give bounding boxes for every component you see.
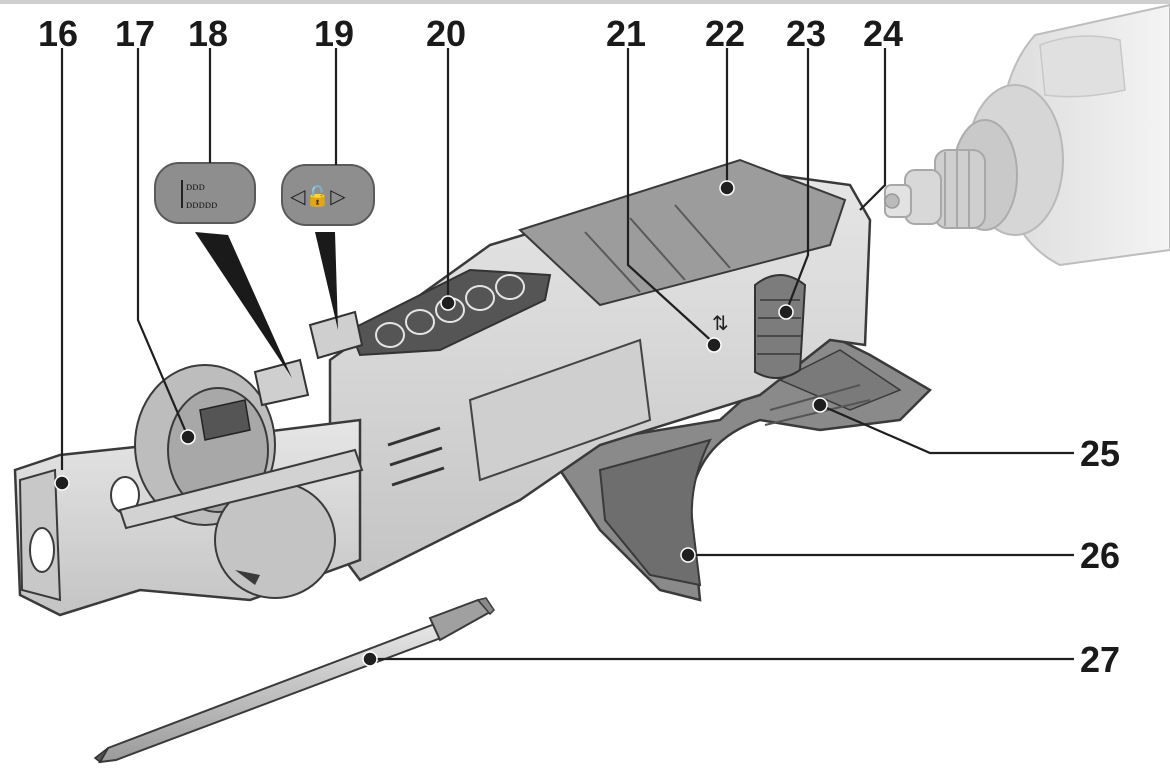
nose-piece xyxy=(13,364,364,617)
release-button-18 xyxy=(253,358,310,407)
lock-button-19 xyxy=(308,310,364,360)
callout-22: 22 xyxy=(705,13,745,54)
callout-26: 26 xyxy=(1080,535,1120,576)
leader-17 xyxy=(136,48,190,438)
callout-27: 27 xyxy=(1080,639,1120,680)
short-screw-icon: ᴅᴅᴅ xyxy=(186,179,205,193)
top-border xyxy=(0,0,1170,4)
leader-25 xyxy=(819,403,1074,455)
screw-length-symbol-bubble: ᴅᴅᴅ ᴅᴅᴅᴅᴅ xyxy=(154,162,292,378)
anchor-16 xyxy=(54,475,70,491)
callout-18: 18 xyxy=(188,13,228,54)
anchor-27 xyxy=(362,651,378,667)
callout-25: 25 xyxy=(1080,433,1120,474)
anchor-17 xyxy=(180,429,196,445)
lock-arrows-icon: ◁🔓▷ xyxy=(289,184,346,208)
callout-19: 19 xyxy=(314,13,354,54)
anchor-26 xyxy=(680,547,696,563)
callout-24: 24 xyxy=(863,13,903,54)
main-housing: ⇅ xyxy=(328,158,872,582)
anchor-23 xyxy=(778,304,794,320)
leader-23 xyxy=(784,48,810,313)
leader-21 xyxy=(626,48,717,346)
anchor-dots xyxy=(54,180,828,667)
handle-grip xyxy=(558,328,933,602)
leader-lines xyxy=(60,48,1074,661)
callout-labels: 16 17 18 19 20 21 22 23 24 25 26 27 xyxy=(38,13,1120,680)
vent-slots xyxy=(387,426,445,487)
anchor-20 xyxy=(440,295,456,311)
lock-symbol-bubble: ◁🔓▷ xyxy=(281,164,375,330)
anchor-21 xyxy=(706,337,722,353)
callout-21: 21 xyxy=(606,13,646,54)
callout-23: 23 xyxy=(786,13,826,54)
callout-17: 17 xyxy=(115,13,155,54)
anchor-25 xyxy=(812,397,828,413)
screwdriver-body xyxy=(884,3,1170,267)
leader-24 xyxy=(859,48,887,211)
anchor-22 xyxy=(719,180,735,196)
depth-marking-icon: ⇅ xyxy=(712,311,729,335)
screwdriver-bit xyxy=(93,597,495,764)
long-screw-icon: ᴅᴅᴅᴅᴅ xyxy=(186,197,217,211)
callout-16: 16 xyxy=(38,13,78,54)
callout-20: 20 xyxy=(426,13,466,54)
